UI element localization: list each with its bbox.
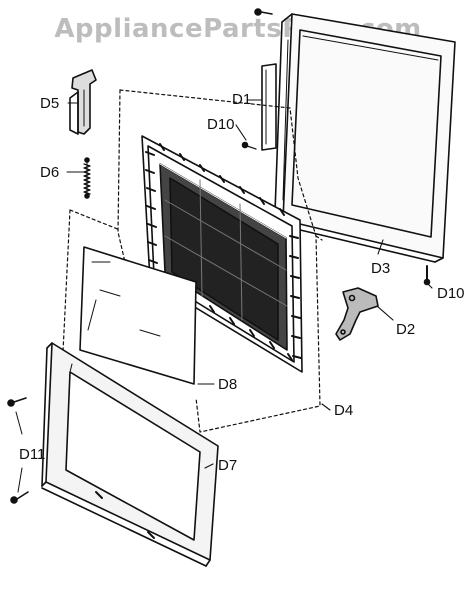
- label-d7: D7: [218, 457, 238, 474]
- label-d5: D5: [40, 95, 60, 112]
- label-d3: D3: [371, 260, 391, 277]
- screws-d11-icon: [7, 397, 29, 504]
- strip-part-d1: [249, 63, 277, 151]
- label-d10-right: D10: [437, 285, 465, 302]
- mesh-panel: [141, 135, 303, 373]
- leader-lines: [66, 99, 433, 469]
- label-d6: D6: [40, 164, 60, 181]
- label-d2: D2: [396, 321, 416, 338]
- bracket-d2: [335, 287, 379, 341]
- glass-pane-d8: [79, 246, 197, 385]
- label-d8: D8: [218, 376, 238, 393]
- door-panel-d7: [41, 342, 219, 567]
- latch-hook-d5: [69, 69, 97, 135]
- screw-d10-icon: [241, 141, 257, 150]
- label-d4: D4: [334, 402, 354, 419]
- spring-d6: [83, 157, 91, 199]
- label-d10-top: D10: [207, 116, 235, 133]
- screw-top-icon: [254, 8, 273, 16]
- screw-d10-right-icon: [423, 265, 431, 286]
- door-frame-d3: [274, 13, 456, 263]
- label-d11: D11: [19, 446, 46, 463]
- label-d1: D1: [232, 91, 252, 108]
